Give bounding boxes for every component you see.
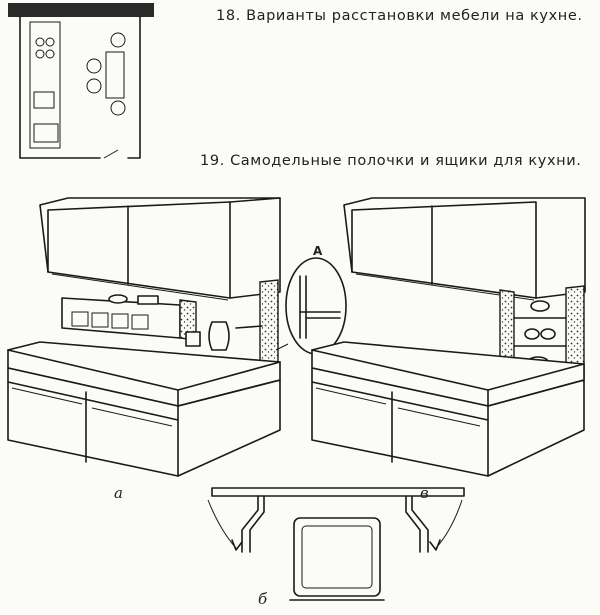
shelf-drawer bbox=[131, 314, 149, 330]
vase bbox=[208, 321, 230, 351]
bowl bbox=[540, 328, 556, 340]
figure-18-caption: 18. Варианты расстановки мебели на кухне… bbox=[216, 8, 583, 24]
wall-cabinet-v bbox=[343, 197, 586, 299]
open-shelf-a bbox=[61, 297, 181, 339]
box bbox=[137, 295, 159, 305]
plan-left-wall bbox=[19, 16, 101, 159]
shelf-board bbox=[211, 487, 465, 497]
plan-counter bbox=[29, 21, 61, 149]
panel-label-a: а bbox=[114, 484, 123, 502]
plan-burner bbox=[35, 37, 45, 47]
shelf-drawer bbox=[91, 312, 109, 328]
plan-right-wall bbox=[127, 16, 141, 159]
shelf-drawer bbox=[71, 311, 89, 327]
detail-marker-a: А bbox=[313, 244, 323, 258]
plan-burner bbox=[35, 49, 45, 59]
plan-chair bbox=[110, 32, 126, 48]
plan-burner bbox=[45, 37, 55, 47]
kitchen-floor-plan bbox=[8, 3, 154, 159]
folding-bracket-left bbox=[241, 495, 259, 553]
detail-a-lens bbox=[285, 257, 347, 355]
bowl bbox=[524, 328, 540, 340]
plan-chair bbox=[86, 78, 102, 94]
plan-top-wall bbox=[8, 3, 154, 17]
folding-bracket-right bbox=[411, 495, 429, 553]
bowl bbox=[108, 294, 128, 304]
plan-chair bbox=[110, 100, 126, 116]
panel-label-b: б bbox=[258, 590, 268, 608]
wall-cabinet-front-a bbox=[47, 201, 231, 299]
panel-a-kitchen-unit bbox=[7, 197, 281, 477]
jar bbox=[185, 331, 201, 347]
plan-sink bbox=[33, 91, 55, 109]
plan-door bbox=[103, 149, 119, 159]
drawer-handle bbox=[91, 407, 173, 427]
drawer-handle bbox=[315, 387, 387, 405]
drawer-handle bbox=[397, 407, 481, 427]
plan-fridge bbox=[33, 123, 59, 143]
pot bbox=[530, 300, 550, 312]
panel-label-v: в bbox=[420, 484, 429, 502]
detail-a-magnified-corner bbox=[275, 257, 347, 355]
plan-table bbox=[105, 51, 125, 99]
figure-19-caption: 19. Самодельные полочки и ящики для кухн… bbox=[200, 153, 582, 169]
side-panel-a-right bbox=[259, 279, 279, 367]
shelf-drawer bbox=[111, 313, 129, 329]
panel-v-kitchen-unit bbox=[311, 197, 586, 477]
drawer-box-front bbox=[293, 517, 381, 597]
plan-chair bbox=[86, 58, 102, 74]
drawer-handle bbox=[11, 387, 83, 405]
wall-cabinet-a bbox=[39, 197, 281, 299]
panel-b-folding-shelf bbox=[207, 487, 465, 601]
plan-burner bbox=[45, 49, 55, 59]
